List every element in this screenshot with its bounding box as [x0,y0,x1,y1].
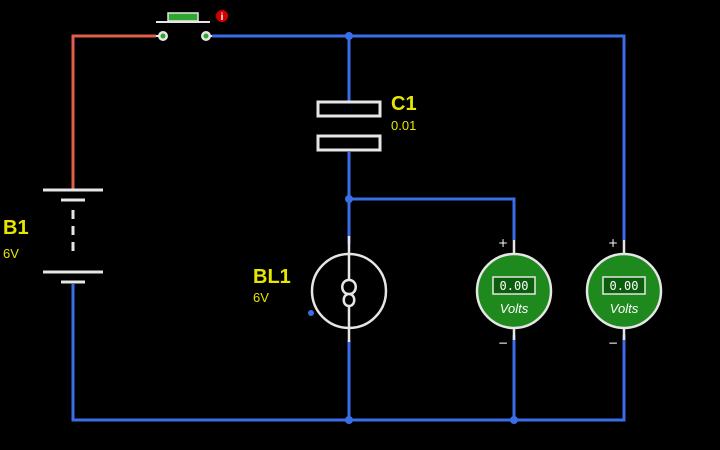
wire-top-rail[interactable] [212,34,626,240]
meter-display [492,276,536,295]
meter-minus-sign: − [498,336,508,350]
meter-display [602,276,646,295]
voltmeter-2[interactable]: 0.00 Volts + − [585,236,663,350]
meter-minus-sign: − [608,336,618,350]
capacitor-plate-bottom [316,134,382,152]
meter-reading: 0.00 [500,279,529,293]
node [510,416,518,424]
node [345,416,353,424]
node [345,195,353,203]
switch-contact-left-dot [160,33,166,39]
meter-plus-sign: + [498,236,508,250]
lamp-filament [341,254,357,328]
capacitor-plate-top [316,100,382,118]
capacitor-name-label: C1 [391,93,417,115]
lamp-bl1[interactable] [310,236,388,342]
lamp-marker [308,310,314,316]
push-switch[interactable]: i [156,10,228,41]
meter-unit-label: Volts [500,301,529,316]
meter-plus-sign: + [608,236,618,250]
lamp-value-label: 6V [253,290,269,305]
switch-button[interactable] [167,12,199,22]
battery-name-label: B1 [3,217,29,239]
wire-to-meter-1[interactable] [349,197,516,240]
node [345,32,353,40]
battery-value-label: 6V [3,246,19,261]
voltmeter-1[interactable]: 0.00 Volts + − [475,236,553,350]
junction-nodes [345,32,518,424]
info-badge-icon[interactable] [216,10,228,22]
battery-b1[interactable] [43,168,103,298]
switch-contact-right-dot [203,33,209,39]
capacitor-value-label: 0.01 [391,118,416,133]
meter-reading: 0.00 [610,279,639,293]
meter-unit-label: Volts [610,301,639,316]
lamp-name-label: BL1 [253,266,291,288]
info-badge-label: i [221,12,224,23]
wire-battery-to-switch[interactable] [71,34,156,168]
capacitor-c1[interactable] [316,72,382,152]
